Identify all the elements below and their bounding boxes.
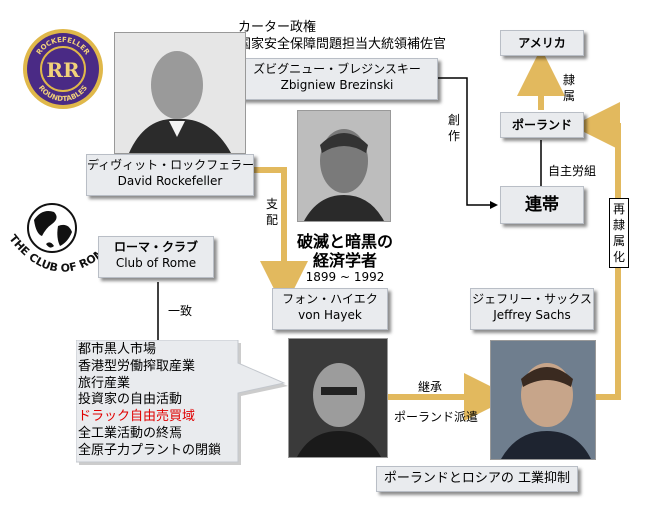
node-brzezinski: ズビグニュー・ブレジンスキー Zbigniew Brezinski [236,58,438,100]
label-agreement: 一致 [168,304,193,318]
hayek-photo [288,338,388,458]
node-sachs: ジェフリー・サックス Jeffrey Sachs [470,288,594,330]
node-club-of-rome: ローマ・クラブ Club of Rome [98,236,214,278]
node-poland: ポーランド [500,112,584,138]
label-succession: 継承 [418,380,443,394]
agenda-item: ドラック自由売買域 [78,409,196,425]
label-dispatch: ポーランド派遣 [394,410,479,424]
logo-monogram: RR [46,58,80,82]
brzezinski-ja: ズビグニュー・ブレジンスキー [253,62,421,76]
label-independent-union: 自主労組 [548,164,597,178]
brzezinski-en: Zbigniew Brezinski [280,78,394,92]
arrow-brzezinski-to-solidarity [438,77,498,209]
label-creation: 創作 [448,113,461,143]
brzezinski-photo [297,110,391,222]
label-control: 支配 [266,197,279,227]
rockefeller-roundtables-logo: ROCKEFELLER ROUNDTABLES RR [22,28,104,110]
label-subjugation: 隷属 [563,73,576,103]
agenda-callout: 都市黒人市場香港型労働搾取産業旅行産業投資家の自由活動ドラック自由売買域全工業活… [76,340,288,465]
label-resubjugation: 再 隷 属 化 [609,198,629,268]
agenda-item: 香港型労働搾取産業 [78,358,196,374]
arrow-rockefeller-to-hayek [252,167,308,309]
carter-admin-caption: カーター政権 国家安全保障問題担当大統領補佐官 [238,20,447,52]
bottom-caption: ポーランドとロシアの 工業抑制 [376,466,578,492]
club-of-rome-logo: THE CLUB OF ROME [2,198,114,288]
node-rockefeller: ディヴィット・ロックフェラー David Rockefeller [86,154,254,196]
agenda-item: 投資家の自由活動 [78,392,183,408]
agenda-list: 都市黒人市場香港型労働搾取産業旅行産業投資家の自由活動ドラック自由売買域全工業活… [78,342,221,460]
node-solidarity: 連帯 [500,186,584,224]
agenda-item: 全原子力プラントの閉鎖 [78,442,222,458]
agenda-item: 全工業活動の終焉 [78,425,183,441]
node-america: アメリカ [500,30,584,56]
agenda-item: 都市黒人市場 [78,342,157,357]
hayek-title: 破滅と暗黒の 経済学者 1899 ~ 1992 [296,232,393,284]
rockefeller-photo [114,32,246,154]
agenda-item: 旅行産業 [78,375,131,391]
node-hayek: フォン・ハイエク von Hayek [272,288,388,330]
sachs-photo [490,340,596,460]
